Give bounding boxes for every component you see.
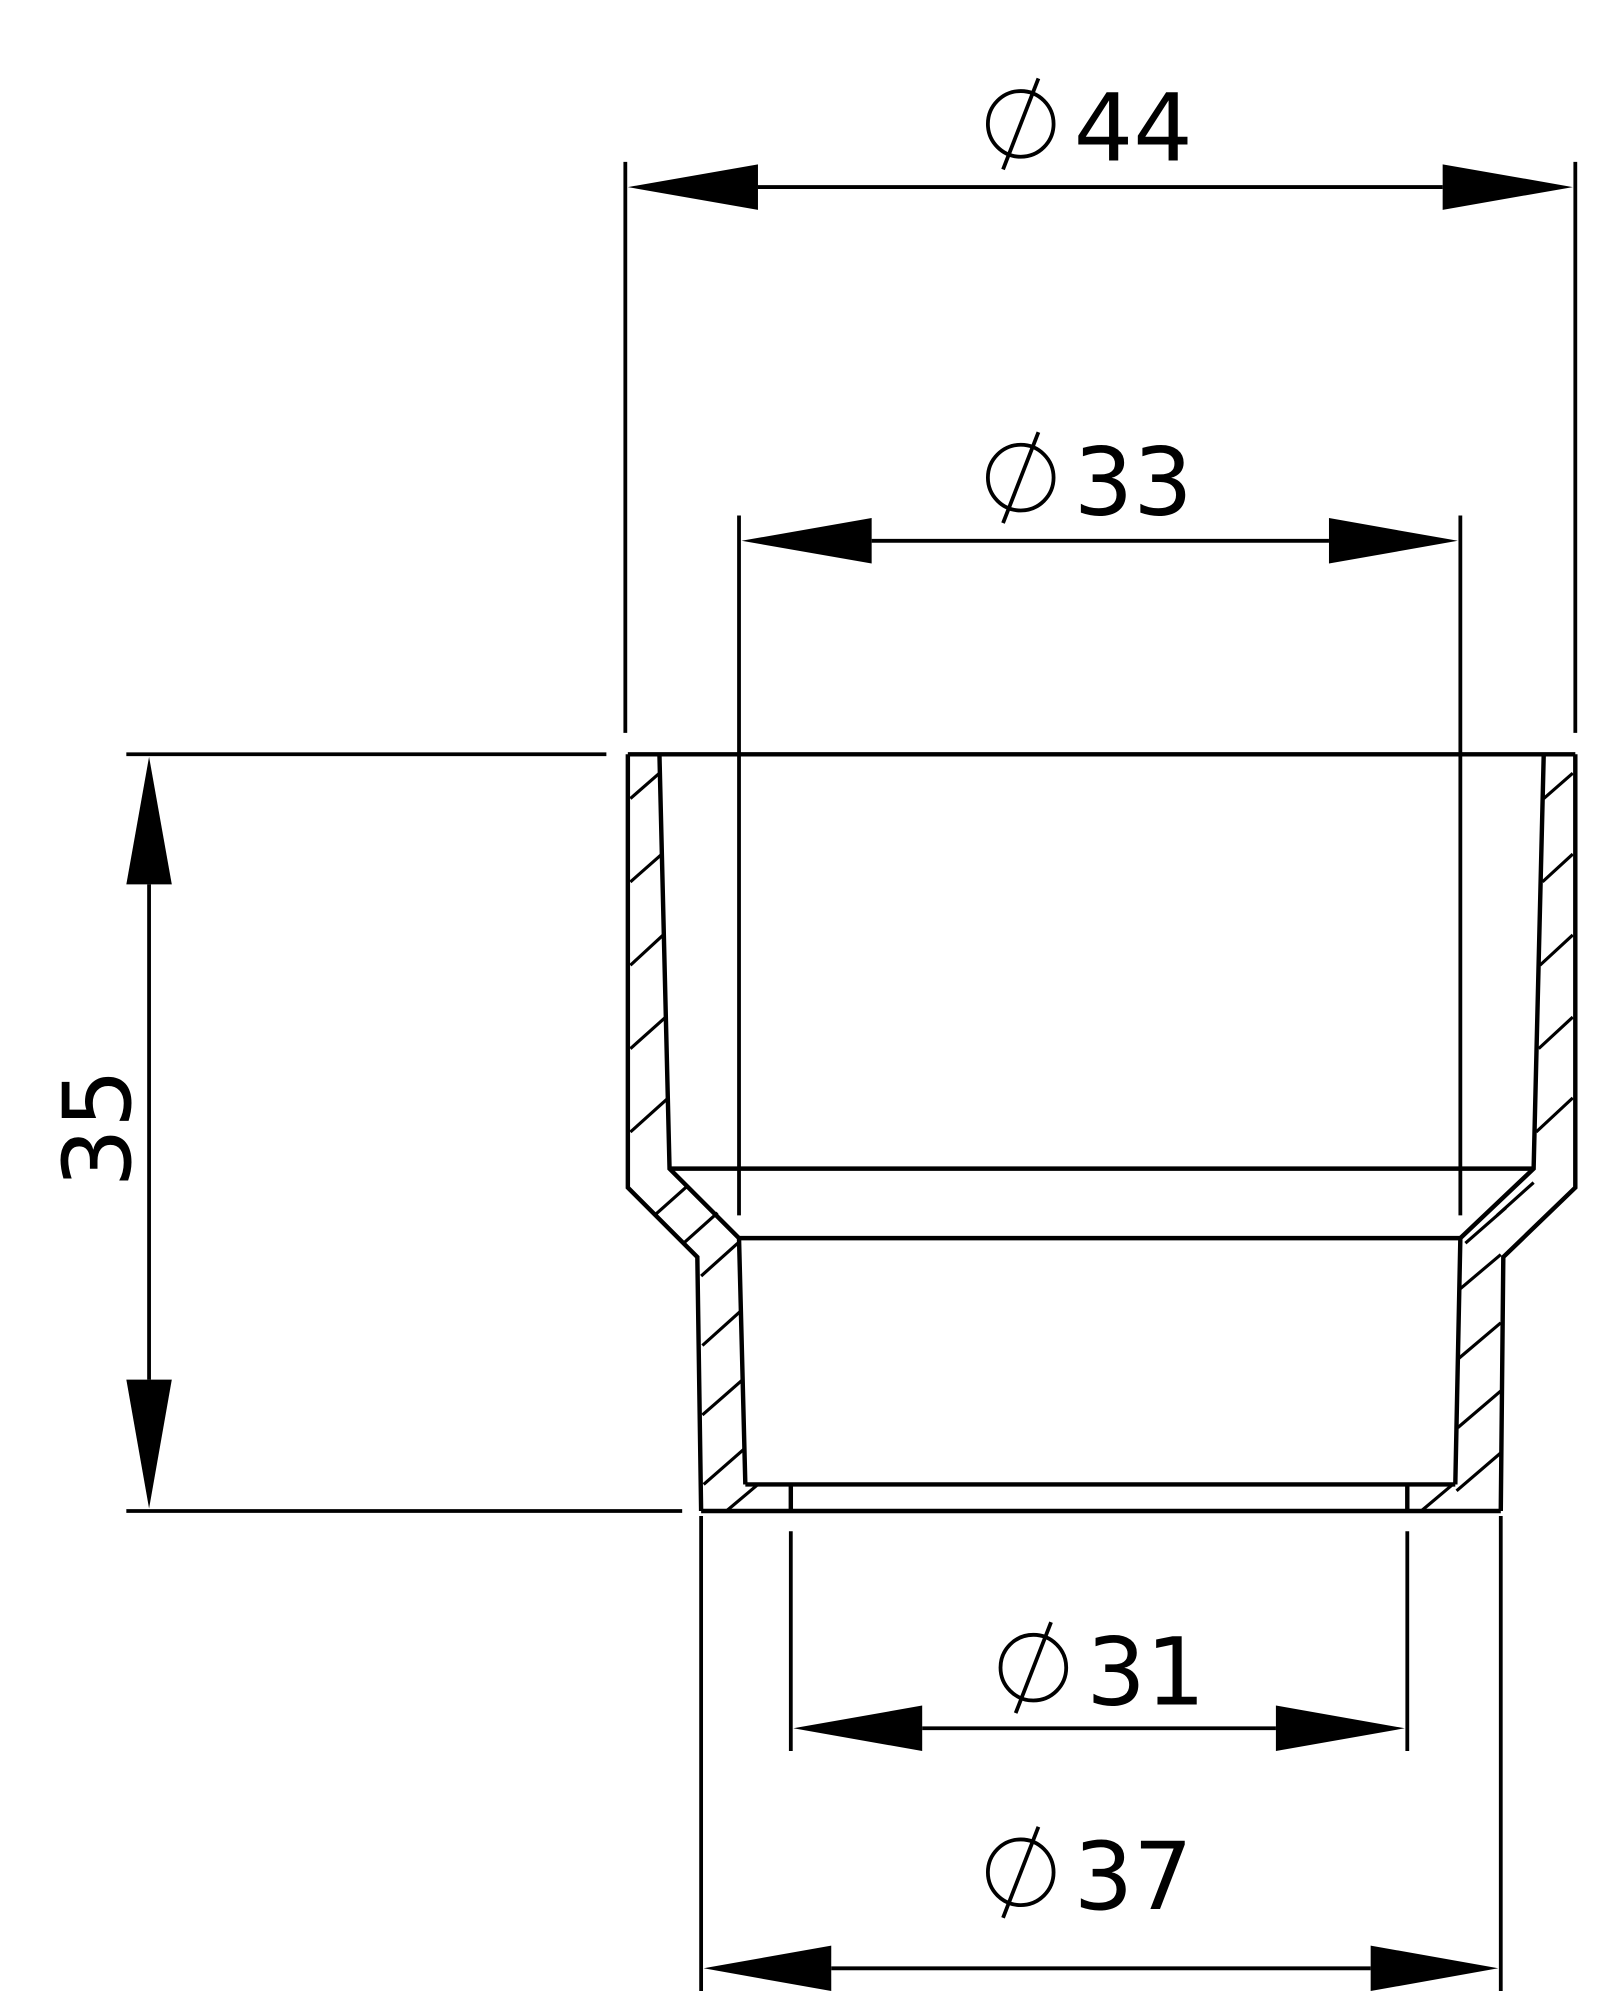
diameter-symbol-37 xyxy=(985,1826,1056,1919)
part-cross-section xyxy=(625,752,1578,1514)
dimension-diameter-33 xyxy=(737,515,1463,1216)
diameter-symbol-44 xyxy=(985,77,1056,171)
diameter-symbol-33 xyxy=(985,431,1056,524)
dimension-height-35 xyxy=(126,752,683,1513)
dimension-diameter-31 xyxy=(788,1531,1410,1752)
diameter-symbol-31 xyxy=(998,1621,1069,1714)
dimension-label-37: 37 xyxy=(1074,1823,1193,1932)
dimension-diameter-37 xyxy=(699,1516,1503,1992)
dimension-label-44: 44 xyxy=(1074,75,1193,184)
dimension-label-31: 31 xyxy=(1086,1618,1205,1727)
dimension-diameter-44 xyxy=(623,161,1578,733)
section-hatching xyxy=(629,772,1574,1513)
dimension-label-35: 35 xyxy=(44,1069,153,1188)
dimension-label-33: 33 xyxy=(1074,428,1193,537)
